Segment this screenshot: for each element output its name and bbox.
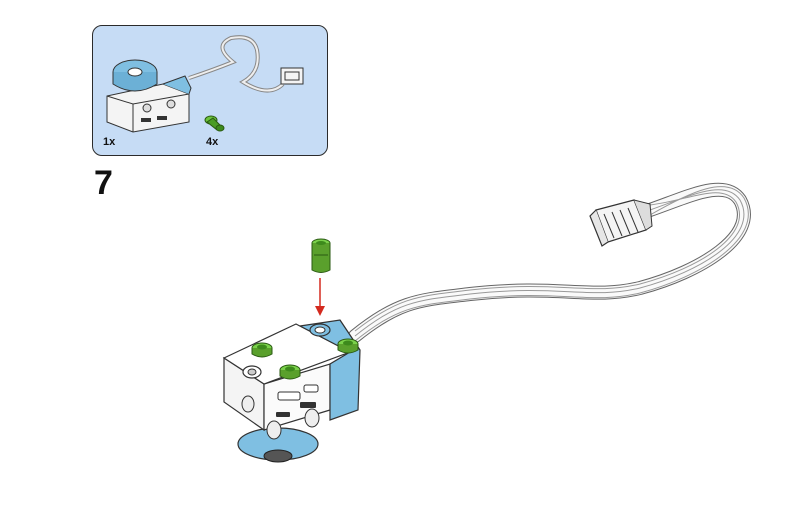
parts-panel: 1x 4x <box>92 25 328 156</box>
cable-icon <box>188 35 304 93</box>
green-peg-insert <box>311 238 331 273</box>
green-peg-left <box>251 342 273 358</box>
peg-quantity: 4x <box>206 136 219 148</box>
motor-quantity: 1x <box>103 136 116 148</box>
motor-icon <box>106 59 192 133</box>
cable <box>348 182 751 343</box>
green-peg-front <box>279 364 301 380</box>
green-peg-icon <box>204 115 225 132</box>
green-peg-right <box>337 338 359 354</box>
insert-arrow <box>315 278 325 316</box>
step-number: 7 <box>94 164 113 202</box>
parts-panel-art <box>106 35 304 133</box>
cable-connector <box>589 199 653 247</box>
